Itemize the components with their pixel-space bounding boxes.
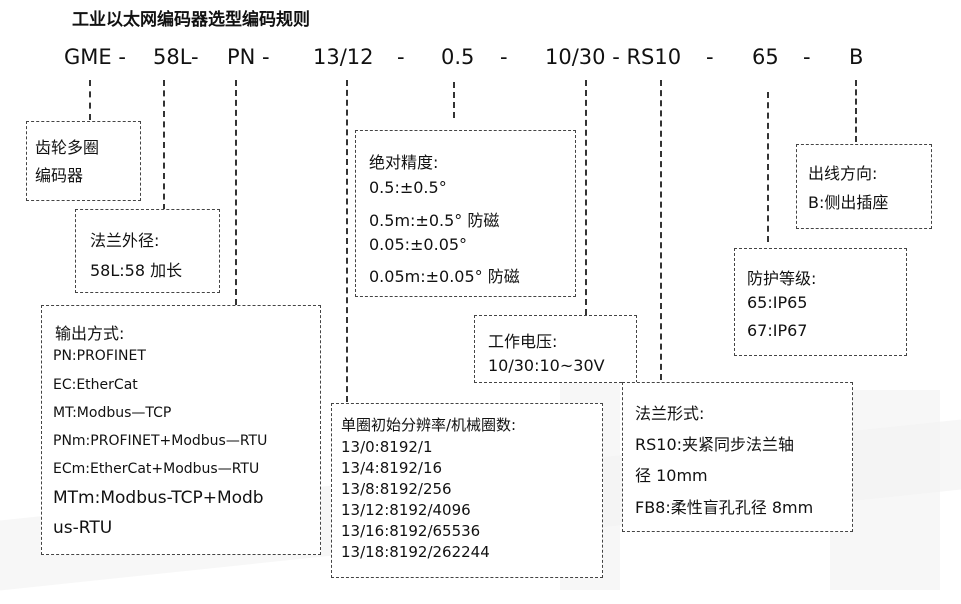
flange-form-line: 径 10mm [635,466,708,485]
output-mode-heading: 输出方式: [55,324,125,343]
cable-direction-line: B:侧出插座 [808,193,889,212]
accuracy-line: 0.5:±0.5° [369,178,447,197]
resolution-line: 13/16:8192/65536 [341,522,481,540]
encoder-type-box: 齿轮多圈 编码器 [26,121,141,201]
flange-form-box: 法兰形式: RS10:夹紧同步法兰轴 径 10mm FB8:柔性盲孔孔径 8mm [622,382,853,532]
page-title: 工业以太网编码器选型编码规则 [72,10,310,30]
output-mode-line: us-RTU [53,518,113,538]
accuracy-heading: 绝对精度: [369,153,439,172]
connector-line [346,80,348,402]
protection-box: 防护等级: 65:IP65 67:IP67 [734,248,907,356]
accuracy-box: 绝对精度: 0.5:±0.5° 0.5m:±0.5° 防磁 0.05:±0.05… [355,130,576,297]
output-mode-box: 输出方式: PN:PROFINET EC:EtherCat MT:Modbus—… [41,305,321,555]
code-part: 0.5 [441,45,475,69]
output-mode-line: ECm:EtherCat+Modbus—RTU [53,461,260,477]
code-part: GME - [64,45,126,69]
code-part: - [500,45,508,69]
flange-form-line: RS10:夹紧同步法兰轴 [635,435,795,454]
connector-line [235,80,237,305]
connector-line [767,92,769,242]
resolution-line: 13/0:8192/1 [341,438,433,456]
code-part: - [397,45,405,69]
accuracy-line: 0.5m:±0.5° 防磁 [369,211,500,230]
connector-line [585,80,587,315]
output-mode-line: MT:Modbus—TCP [53,405,172,421]
code-part: 10/30 - RS10 [545,45,682,69]
encoder-type-line: 齿轮多圈 [35,138,100,157]
flange-form-line: FB8:柔性盲孔孔径 8mm [635,498,814,517]
voltage-heading: 工作电压: [488,332,558,351]
protection-line: 67:IP67 [747,321,808,340]
resolution-line: 13/12:8192/4096 [341,501,471,519]
code-part: PN - [227,45,270,69]
code-part: - [803,45,811,69]
protection-line: 65:IP65 [747,293,808,312]
output-mode-line: MTm:Modbus-TCP+Modb [53,488,264,508]
cable-direction-box: 出线方向: B:侧出插座 [796,144,932,229]
connector-line [89,80,91,120]
code-part: B [849,45,864,69]
code-part: 13/12 [313,45,374,69]
connector-line [855,80,857,142]
resolution-line: 13/8:8192/256 [341,480,452,498]
output-mode-line: PNm:PROFINET+Modbus—RTU [53,433,268,449]
output-mode-line: EC:EtherCat [53,377,138,393]
accuracy-line: 0.05m:±0.05° 防磁 [369,267,520,286]
protection-heading: 防护等级: [747,269,817,288]
resolution-line: 13/18:8192/262244 [341,543,490,561]
cable-direction-heading: 出线方向: [808,164,878,183]
output-mode-line: PN:PROFINET [53,348,146,364]
accuracy-line: 0.05:±0.05° [369,235,468,254]
connector-line [660,80,662,380]
flange-form-heading: 法兰形式: [635,404,705,423]
resolution-heading: 单圈初始分辨率/机械圈数: [341,416,517,434]
voltage-line: 10/30:10~30V [488,356,605,375]
flange-diameter-box: 法兰外径: 58L:58 加长 [75,209,220,293]
flange-diameter-line: 58L:58 加长 [90,261,183,280]
code-part: 65 [752,45,779,69]
connector-line [453,82,455,118]
resolution-box: 单圈初始分辨率/机械圈数: 13/0:8192/1 13/4:8192/16 1… [331,403,603,578]
resolution-line: 13/4:8192/16 [341,459,443,477]
voltage-box: 工作电压: 10/30:10~30V [474,315,637,383]
code-part: - [706,45,714,69]
flange-diameter-heading: 法兰外径: [90,231,160,250]
encoder-type-line: 编码器 [35,166,84,185]
connector-line [163,80,165,210]
code-part: 58L- [153,45,199,69]
